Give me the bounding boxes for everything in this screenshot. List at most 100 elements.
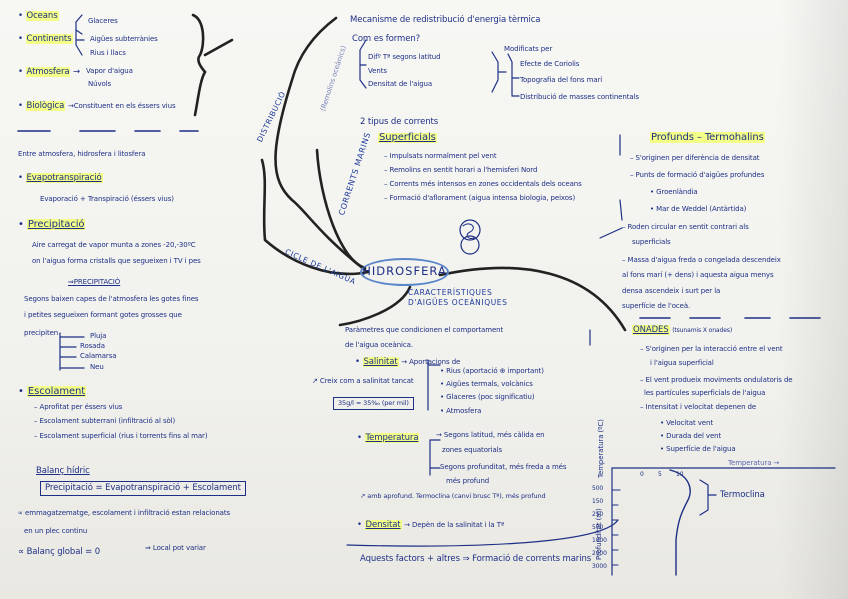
branch-distribucio-line — [274, 16, 367, 272]
profunds-4: • Mar de Weddel (Antàrtida) — [650, 205, 747, 213]
superficials-3: – Corrents més intensos en zones occiden… — [384, 180, 582, 188]
temperatura-4: més profund — [446, 477, 490, 485]
onades-8: • Superfície de l'aigua — [660, 445, 736, 453]
onades-3: – El vent produeix moviments ondulatoris… — [640, 376, 793, 384]
graph-temp-tick: 10 — [676, 471, 684, 478]
temperatura-2: zones equatorials — [442, 446, 503, 454]
salinitat-c: • Glaceres (poc significatiu) — [440, 393, 535, 401]
branch-onades-line — [438, 266, 627, 332]
profunds-2: – Punts de formació d'aigües profundes — [630, 171, 765, 179]
local-variar: ⇒ Local pot variar — [145, 544, 206, 552]
aquests-factors: Aquests factors + altres ⇒ Formació de c… — [360, 554, 592, 564]
parametres-1: Paràmetres que condicionen el comportame… — [345, 326, 504, 334]
salinitat-b: • Aigües termals, volcànics — [440, 380, 533, 388]
emmagatzematge-note-2: en un plec continu — [24, 527, 88, 535]
graph-xaxis-label: Temperatura (ºC) — [597, 419, 605, 478]
superficials-1: – Impulsats normalment pel vent — [384, 152, 497, 160]
temperatura-1: → Segons latitud, més càlida en — [436, 431, 545, 439]
emmagatzematge-note: ∝ emmagatzematge, escolament i infiltrac… — [18, 509, 231, 517]
graph-temp-tick: 0 — [640, 471, 644, 478]
superficials-heading: Superficials — [378, 132, 437, 143]
modificats-per: Modificats per — [504, 45, 553, 53]
modif-3: Distribució de masses continentals — [520, 93, 639, 101]
profunds-3: • Groenlàndia — [650, 188, 698, 196]
precip-line-4: Segons baixen capes de l'atmosfera les g… — [24, 295, 199, 303]
rius-llacs-label: Rius i llacs — [90, 49, 126, 57]
center-title: HIDROSFERA — [362, 264, 447, 279]
salinitat-desc: → Aportacions de — [401, 358, 461, 366]
distribucio-continents: • Continents — [18, 34, 73, 44]
profunds-heading: Profunds – Termohalins — [650, 132, 765, 143]
graph-top-label: Temperatura → — [728, 459, 780, 467]
causa-1: Difº Tª segons latitud — [368, 53, 441, 61]
escolament-heading: • Escolament — [18, 386, 87, 397]
graph-depth-tick: 250 — [592, 511, 604, 518]
modif-1: Efecte de Coriolis — [520, 60, 580, 68]
causa-3: Densitat de l'aigua — [368, 80, 433, 88]
onades-2: i l'aigua superficial — [650, 359, 714, 367]
densitat-desc: → Depèn de la salinitat i la Tª — [404, 521, 505, 529]
termoclina-label: Termoclina — [720, 490, 765, 500]
distribucio-oceans: • Oceans — [18, 11, 59, 21]
branch-cicle-line — [260, 158, 370, 276]
precipitacio-label: Precipitació — [26, 219, 86, 230]
precip-line-5: i petites segueixen formant gotes grosse… — [24, 311, 182, 319]
balanc-global: ∝ Balanç global = 0 — [18, 547, 101, 557]
temperatura-3: Segons profunditat, més freda a més — [440, 463, 567, 471]
escolament-item-1: – Aprofitat per éssers vius — [34, 403, 123, 411]
onades-4: les partícules superficials de l'aigua — [644, 389, 766, 397]
profunds-10: superfície de l'oceà. — [622, 302, 691, 310]
precip-line-3: ⇒PRECIPITACIÓ — [68, 278, 121, 286]
vapor-label: Vapor d'aigua — [86, 67, 133, 75]
branch-caract-text: CARACTERÍSTIQUES D'AIGÜES OCEÀNIQUES — [408, 288, 508, 307]
onades-7: • Durada del vent — [660, 432, 722, 440]
salinitat-box: 35g/l ≈ 35‰ (per mil) — [333, 397, 414, 410]
creix-note: ↗ Creix com a salinitat tancat — [312, 377, 414, 385]
graph-temp-tick: 5 — [658, 471, 662, 478]
branch-caracteristiques: CARACTERÍSTIQUES D'AIGÜES OCEÀNIQUES — [408, 288, 528, 308]
onades-1: – S'originen per la interacció entre el … — [640, 345, 783, 353]
branch-corrents-line — [315, 148, 367, 270]
dos-tipus: 2 tipus de corrents — [360, 117, 439, 127]
profunds-6: superficials — [632, 238, 671, 246]
profunds-9: densa ascendeix i surt per la — [622, 287, 721, 295]
distribucio-biologica: • Biològica — [18, 101, 66, 111]
precipitacio-heading: • Precipitació — [18, 219, 86, 230]
distribucio-atmosfera: • Atmosfera → — [18, 67, 81, 77]
escolament-item-2: – Escolament subterrani (infiltració al … — [34, 417, 176, 425]
superficials-2: – Remolins en sentit horari a l'hemisfer… — [384, 166, 538, 174]
causa-2: Vents — [368, 67, 387, 75]
densitat-label: Densitat — [364, 520, 402, 530]
graph-depth-tick: 2000 — [592, 550, 607, 557]
nuvols-label: Núvols — [88, 80, 112, 88]
temperatura-heading: • Temperatura — [357, 433, 420, 443]
profunds-5: – Roden circular en sentit contrari als — [622, 223, 749, 231]
superficials-4: – Formació d'aflorament (aigua intensa b… — [384, 194, 576, 202]
graph-depth-tick: 150 — [592, 498, 604, 505]
distribucio-link — [203, 38, 234, 57]
escolament-item-3: – Escolament superficial (rius i torrent… — [34, 432, 208, 440]
balanc-hidric-title: Balanç hídric — [36, 466, 90, 476]
atmosfera-label: Atmosfera — [25, 67, 71, 77]
balanc-formula: Precipitació = Evapotranspiració + Escol… — [40, 481, 246, 496]
parametres-2: de l'aigua oceànica. — [345, 341, 413, 349]
continents-label: Continents — [25, 34, 73, 44]
evapotranspiracio-label: Evapotranspiració — [25, 173, 103, 183]
precip-line-1: Aire carregat de vapor munta a zones -20… — [32, 241, 196, 249]
pluja-label: Pluja — [90, 332, 107, 340]
precip-line-6: precipiten — [24, 329, 59, 337]
graph-depth-tick: 500 — [592, 485, 604, 492]
branch-caract-line — [338, 285, 412, 327]
com-es-formen: Com es formen? — [352, 34, 421, 44]
evapo-desc: Evaporació + Transpiració (éssers vius) — [40, 195, 174, 203]
modif-2: Topografia del fons marí — [520, 76, 603, 84]
graph-depth-tick: 3000 — [592, 563, 607, 570]
salinitat-heading: • Salinitat → Aportacions de — [355, 357, 461, 367]
distribucio-brace — [191, 13, 207, 117]
temperatura-label: Temperatura — [364, 433, 420, 443]
precip-line-2: on l'aigua forma cristalls que segueixen… — [32, 257, 201, 265]
salinitat-a: • Rius (aportació ⊕ important) — [440, 367, 544, 375]
graph-depth-tick: 500 — [592, 524, 604, 531]
